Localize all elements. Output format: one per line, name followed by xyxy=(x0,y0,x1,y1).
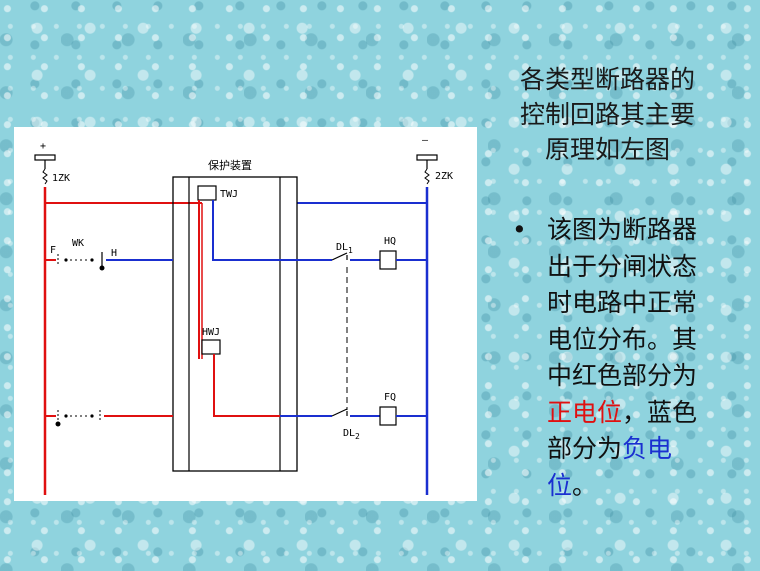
twj-relay xyxy=(197,185,217,201)
fq-coil xyxy=(379,406,397,426)
negative-potential-text: 负电位 xyxy=(547,434,673,500)
plus-label: + xyxy=(40,141,46,152)
dl1-label: DL1 xyxy=(336,242,353,255)
negative-terminal xyxy=(416,154,438,161)
hwj-relay xyxy=(201,339,221,355)
breaker-2zk xyxy=(424,168,430,185)
hwj-label: HWJ xyxy=(202,327,220,338)
slide-title: 各类型断路器的 控制回路其主要 原理如左图 xyxy=(519,65,695,164)
breaker-1zk xyxy=(42,168,48,185)
wk-label: WK xyxy=(72,238,84,249)
hq-label: HQ xyxy=(384,236,396,247)
2zk-label: 2ZK xyxy=(435,171,453,182)
dl2-label: DL2 xyxy=(343,428,360,441)
bullet-text-part-2: ，蓝色部分为 xyxy=(547,397,698,464)
fq-label: FQ xyxy=(384,392,396,403)
bullet-text: 该图为断路器出于分闸状态时电路中正常电位分布。其中红色部分为正电位，蓝色部分为负… xyxy=(547,212,707,504)
h-label: H xyxy=(111,248,117,259)
hwj-positive-wire xyxy=(213,354,280,417)
twj-label: TWJ xyxy=(220,189,238,200)
bullet-dot-icon: • xyxy=(512,215,527,244)
hq-coil xyxy=(379,250,397,270)
dl2-contact xyxy=(331,408,348,417)
bullet-text-part-1: 该图为断路器出于分闸状态时电路中正常电位分布。其中红色部分为 xyxy=(547,215,698,390)
protection-device-label: 保护装置 xyxy=(208,158,252,172)
bullet-text-part-3: 。 xyxy=(572,470,598,500)
minus-label: — xyxy=(422,135,429,146)
protection-device xyxy=(172,176,298,472)
positive-potential-text: 正电位 xyxy=(547,397,623,427)
circuit-diagram: + — 1ZK 2ZK 保护装置 TWJ HWJ F WK H DL1 HQ xyxy=(14,127,477,501)
twj-negative-wire xyxy=(212,200,280,261)
1zk-label: 1ZK xyxy=(52,173,70,184)
f-label: F xyxy=(50,245,56,256)
circuit-diagram-svg: + — 1ZK 2ZK 保护装置 TWJ HWJ F WK H DL1 HQ xyxy=(34,135,453,495)
positive-terminal xyxy=(34,154,56,161)
dl1-contact xyxy=(331,252,348,261)
bullet-point: • 该图为断路器出于分闸状态时电路中正常电位分布。其中红色部分为正电位，蓝色部分… xyxy=(510,212,720,504)
